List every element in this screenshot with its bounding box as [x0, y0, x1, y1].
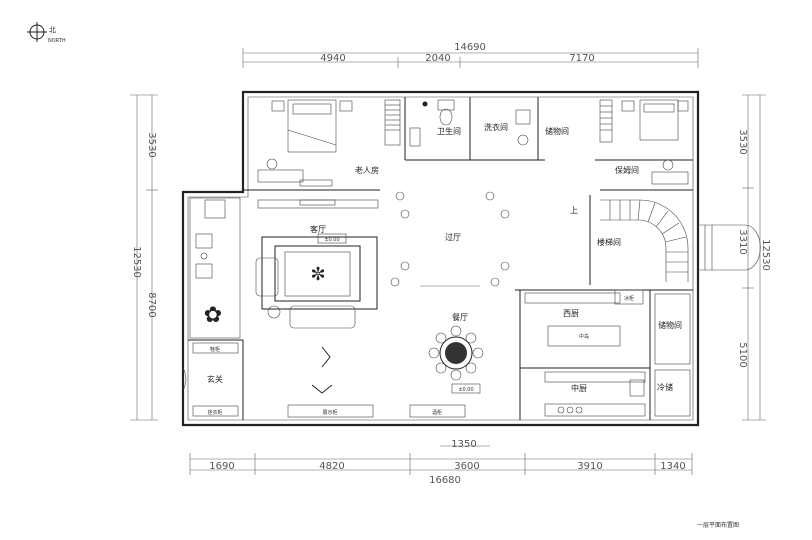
label-stair-hall: 楼梯间 [597, 237, 621, 247]
laundry-fixtures [515, 109, 531, 146]
compass-label-en: NORTH [48, 38, 66, 44]
svg-text:±0.00: ±0.00 [458, 387, 473, 393]
nanny-room-wardrobe [599, 99, 613, 143]
label-dining: 餐厅 [452, 313, 468, 322]
dim-left-lower: 8700 [146, 292, 157, 317]
svg-text:±0.00: ±0.00 [324, 237, 339, 243]
compass-label-cn: 北 [49, 26, 56, 34]
fridge-label: 冰柜 [624, 295, 634, 302]
dim-bottom-seg4: 3910 [577, 461, 602, 472]
direction-arrows [311, 346, 333, 394]
label-western-kitchen: 西厨 [563, 309, 579, 318]
dim-right-lower: 5100 [737, 342, 748, 367]
dim-bottom-seg5: 1340 [660, 461, 685, 472]
left-dimension-lines [130, 94, 158, 421]
dim-bottom-seg1: 1690 [209, 461, 234, 472]
label-storage-right: 储物间 [658, 320, 682, 330]
spiral-staircase [600, 199, 689, 282]
wine-cabinet-label: 酒柜 [432, 409, 442, 416]
right-storage [654, 293, 691, 417]
nanny-room-desk [651, 159, 689, 185]
foyer-cabinets [182, 342, 239, 417]
north-compass-icon [27, 22, 47, 42]
svg-text:✿: ✿ [204, 303, 222, 328]
bay-window [698, 224, 761, 271]
dim-left-upper: 3530 [146, 132, 157, 157]
dining-level-tag: ±0.00 [451, 383, 481, 394]
dim-right-overall: 12530 [760, 239, 771, 271]
dim-bottom-inner: 1350 [451, 439, 476, 450]
dim-bottom-overall: 16680 [429, 475, 461, 486]
bottom-wine-cabinet [409, 404, 466, 418]
outer-walls [181, 90, 700, 427]
label-hall: 过厅 [445, 232, 461, 242]
label-up: 上 [570, 206, 578, 215]
elder-room-wardrobe [384, 99, 401, 146]
living-level-tag: ±0.00 [317, 233, 347, 244]
bottom-display-cabinet [287, 404, 374, 418]
dim-top-seg2: 2040 [425, 53, 450, 64]
living-top-cabinet [257, 199, 379, 209]
dim-bottom-seg3: 3600 [454, 461, 479, 472]
coat-cabinet-label: 挂衣柜 [207, 409, 222, 416]
svg-text:✼: ✼ [310, 264, 325, 285]
right-dimension-lines [742, 94, 766, 421]
label-elder-room: 老人房 [355, 165, 379, 175]
dim-right-mid: 3310 [737, 229, 748, 254]
dim-left-overall: 12530 [131, 246, 142, 278]
dim-top-seg1: 4940 [320, 53, 345, 64]
hall-columns [390, 191, 510, 287]
drawing-caption: 一层平面布置图 [697, 521, 739, 529]
living-room-sofa [255, 257, 356, 329]
bathroom-fixtures [409, 99, 455, 147]
terrace: ✿ [189, 197, 241, 339]
dining-table [428, 325, 484, 381]
label-laundry: 洗衣间 [484, 122, 508, 132]
dim-bottom-seg2: 4820 [319, 461, 344, 472]
shoe-cabinet-label: 鞋柜 [210, 346, 220, 353]
label-cold-storage: 冷储 [657, 382, 673, 392]
elder-room-bed [271, 99, 353, 153]
display-cabinet-label: 展示柜 [322, 409, 337, 416]
top-dimension-lines [242, 48, 699, 68]
interior-walls [188, 97, 693, 420]
dim-top-seg3: 7170 [569, 53, 594, 64]
dim-top-overall: 14690 [454, 42, 486, 53]
living-room-rug: ✼ [261, 236, 378, 310]
island-label: 中岛 [579, 333, 589, 340]
label-chinese-kitchen: 中厨 [571, 383, 587, 393]
western-kitchen-counter [524, 289, 644, 347]
dim-right-upper: 3530 [737, 129, 748, 154]
label-bathroom: 卫生间 [437, 126, 461, 136]
chinese-kitchen-counter [544, 371, 646, 417]
nanny-room-bed [621, 99, 689, 141]
label-foyer: 玄关 [207, 374, 223, 384]
elder-room-desk [257, 158, 333, 187]
label-nanny-room: 保姆间 [615, 165, 639, 175]
bottom-dimension-lines [189, 445, 693, 475]
label-living-room: 客厅 [310, 224, 326, 234]
label-storage-top: 储物间 [545, 126, 569, 136]
